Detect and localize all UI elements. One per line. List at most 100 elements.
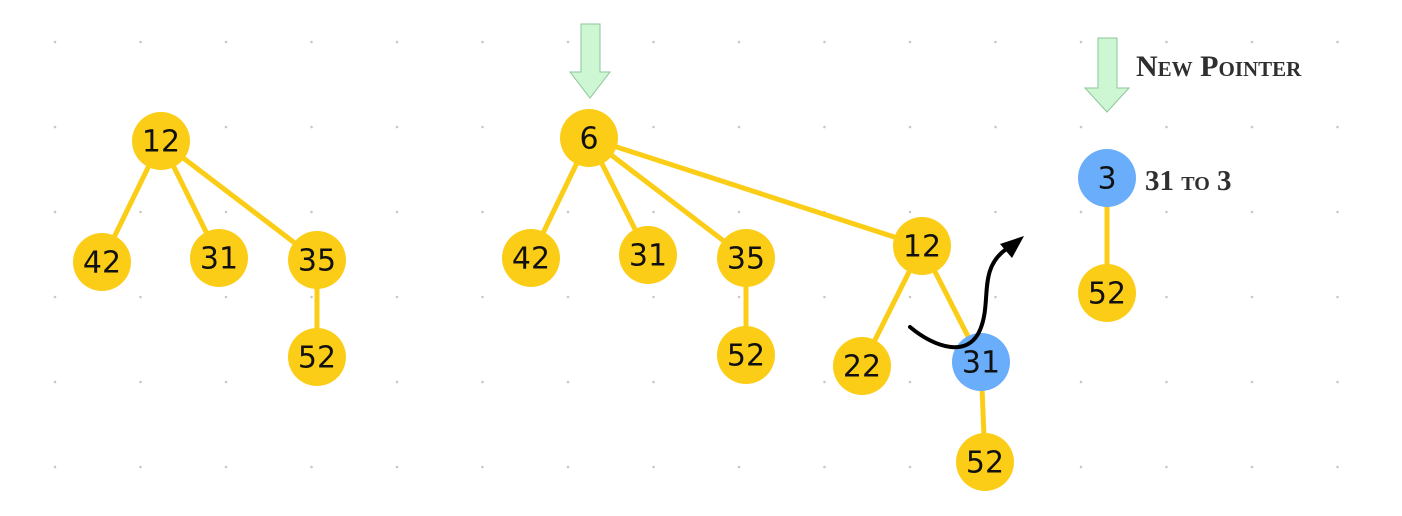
- grid-dot: [395, 380, 399, 384]
- root-pointer-arrow-icon: [568, 23, 612, 99]
- grid-dot: [481, 465, 484, 469]
- tree-node: 42: [73, 233, 131, 291]
- grid-dot: [823, 40, 826, 44]
- tree-node: 22: [833, 337, 891, 395]
- grid-dot: [1165, 295, 1168, 299]
- node-circle: [73, 233, 131, 291]
- grid-dot: [224, 295, 228, 299]
- node-label: 42: [512, 242, 550, 277]
- swap-arrow-curve: [908, 248, 1007, 350]
- tree-edge: [586, 135, 925, 249]
- grid-dot: [994, 40, 997, 44]
- grid-dot: [1250, 125, 1254, 129]
- tree-node: 6: [560, 109, 618, 167]
- grid-dot: [1250, 210, 1254, 214]
- grid-dot: [310, 210, 313, 214]
- grid-dot: [737, 125, 741, 129]
- tree-node: 3: [1078, 149, 1136, 207]
- tree-node: 52: [717, 326, 775, 384]
- grid-dot: [224, 210, 228, 214]
- tree-edge: [158, 138, 320, 263]
- node-circle: [560, 109, 618, 167]
- grid-dot: [1336, 125, 1339, 129]
- grid-dot: [1250, 380, 1254, 384]
- new-pointer-label: New Pointer: [1136, 50, 1302, 83]
- node-circle: [717, 229, 775, 287]
- node-label: 31: [962, 346, 1000, 381]
- grid-dot: [1165, 380, 1168, 384]
- grid-dot: [53, 40, 57, 44]
- node-label: 12: [903, 230, 941, 265]
- node-circle: [619, 226, 677, 284]
- grid-dot: [1079, 125, 1083, 129]
- grid-dot: [310, 125, 313, 129]
- swap-arrow-head-icon: [1000, 236, 1024, 258]
- grid-dot: [395, 40, 399, 44]
- grid-dot: [737, 295, 741, 299]
- grid-dot: [994, 295, 997, 299]
- tree-node: 35: [717, 229, 775, 287]
- tree-edges: [99, 135, 1110, 465]
- node-label: 3: [1097, 162, 1116, 197]
- grid-dot: [908, 210, 912, 214]
- new-pointer-arrow-icon: [1083, 37, 1131, 113]
- grid-dot: [737, 210, 741, 214]
- grid-dot: [224, 125, 228, 129]
- grid-dot: [310, 465, 313, 469]
- node-label: 52: [1088, 277, 1126, 312]
- node-circle: [956, 433, 1014, 491]
- node-circle: [893, 217, 951, 275]
- grid-dot: [395, 465, 399, 469]
- node-circle: [1078, 264, 1136, 322]
- grid-dot: [1336, 465, 1339, 469]
- grid-dot: [1336, 380, 1339, 384]
- node-label: 22: [843, 350, 881, 385]
- node-label: 42: [83, 246, 121, 281]
- grid-dot: [566, 380, 570, 384]
- node-circle: [833, 337, 891, 395]
- grid-dot: [1079, 40, 1083, 44]
- grid-dot: [1079, 380, 1083, 384]
- grid-dot: [566, 295, 570, 299]
- grid-dot: [1250, 465, 1254, 469]
- tree-node: 31: [190, 229, 248, 287]
- node-label: 6: [579, 122, 598, 157]
- node-circle: [132, 112, 190, 170]
- grid-dot: [1336, 210, 1339, 214]
- grid-dot: [908, 295, 912, 299]
- grid-dot: [395, 125, 399, 129]
- node-label: 31: [200, 242, 238, 277]
- grid-dot: [481, 125, 484, 129]
- swap-arrow: [908, 236, 1024, 350]
- grid-dot: [1250, 40, 1254, 44]
- grid-dot: [224, 380, 228, 384]
- grid-dot: [652, 40, 655, 44]
- tree-node: 52: [956, 433, 1014, 491]
- node-circle: [717, 326, 775, 384]
- tree-node: 12: [893, 217, 951, 275]
- grid-dot: [395, 210, 399, 214]
- grid-dot: [908, 465, 912, 469]
- grid-dot: [1336, 40, 1339, 44]
- grid-dot: [53, 380, 57, 384]
- grid-dot: [481, 210, 484, 214]
- grid-dot: [53, 125, 57, 129]
- grid-dot: [566, 40, 570, 44]
- grid-dot: [139, 40, 142, 44]
- grid-dot: [652, 210, 655, 214]
- dot-grid: [53, 40, 1339, 469]
- node-label: 52: [966, 446, 1004, 481]
- grid-dot: [908, 40, 912, 44]
- grid-dot: [139, 465, 142, 469]
- node-label: 35: [727, 242, 765, 277]
- grid-dot: [566, 210, 570, 214]
- grid-dot: [652, 465, 655, 469]
- grid-dot: [1079, 465, 1083, 469]
- grid-dot: [823, 465, 826, 469]
- grid-dot: [1336, 295, 1339, 299]
- tree-node: 52: [288, 328, 346, 386]
- grid-dot: [1165, 40, 1168, 44]
- grid-dot: [652, 125, 655, 129]
- grid-dot: [224, 40, 228, 44]
